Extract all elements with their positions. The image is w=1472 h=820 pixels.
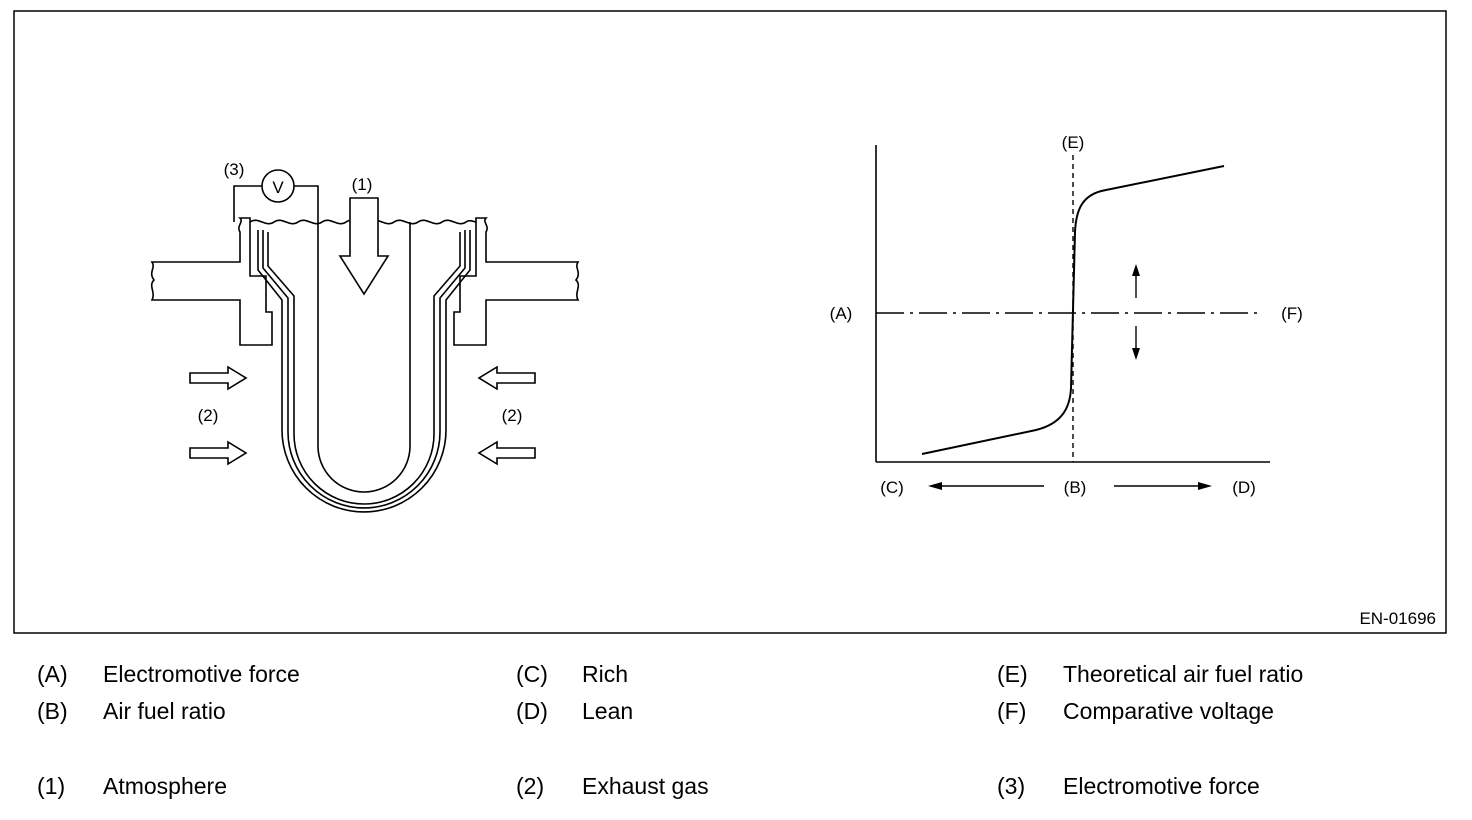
label-comparative: (F) [1281,304,1303,323]
label-air-fuel-ratio: (B) [1064,478,1087,497]
label-lean: (D) [1232,478,1256,497]
left-pipe-wall [150,217,273,346]
atmosphere-arrow-icon [338,197,390,296]
figure-frame [13,10,1447,634]
oxygen-sensor-cross-section [150,217,580,513]
legend-key: (B) [37,698,68,724]
callout-exhaust-right: (2) [502,406,523,425]
legend-text: Electromotive force [1063,773,1260,799]
legend-key: (E) [997,661,1028,687]
legend-key: (F) [997,698,1027,724]
diagram-figure: V (3) (1) (2) (2) (E) (A) (F) (C) (B) [13,10,1447,634]
legend-key: (2) [516,773,545,799]
sensor-outer-layer [257,230,471,513]
exhaust-arrow-icon [477,440,536,466]
legend-text: Lean [582,698,634,724]
exhaust-arrow-icon [189,365,248,391]
right-pipe-wall [453,217,580,346]
exhaust-arrows [189,365,536,466]
callout-exhaust-left: (2) [198,406,219,425]
sensor-inner-layer [267,232,461,505]
atmosphere-chamber [317,222,411,493]
figure-id: EN-01696 [1359,609,1436,628]
voltmeter-circuit [233,169,319,222]
legend-text: Rich [582,661,629,687]
legend-key: (3) [997,773,1026,799]
legend-key: (D) [516,698,548,724]
legend-text: Theoretical air fuel ratio [1063,661,1304,687]
legend-text: Atmosphere [103,773,228,799]
legend-text: Air fuel ratio [103,698,226,724]
output-curve [921,165,1225,455]
legend-text: Exhaust gas [582,773,709,799]
exhaust-arrow-icon [189,440,248,466]
legend-key: (1) [37,773,66,799]
legend: (A) Electromotive force (B) Air fuel rat… [0,640,1472,820]
callout-emf: (3) [224,160,245,179]
output-graph [875,145,1270,490]
label-emf-axis: (A) [830,304,853,323]
voltmeter-icon [261,169,295,203]
voltmeter-label: V [272,178,284,197]
legend-key: (C) [516,661,548,687]
exhaust-arrow-icon [477,365,536,391]
label-theoretical: (E) [1062,133,1085,152]
sensor-middle-layer [262,230,466,509]
legend-key: (A) [37,661,68,687]
legend-text: Electromotive force [103,661,300,687]
label-rich: (C) [880,478,904,497]
legend-text: Comparative voltage [1063,698,1274,724]
callout-atmosphere: (1) [352,175,373,194]
